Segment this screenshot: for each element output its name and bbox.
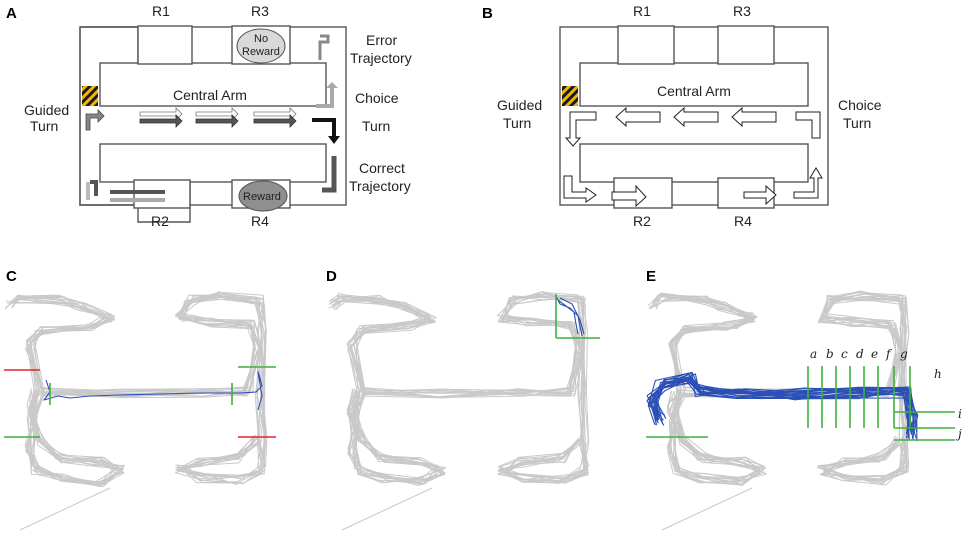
blue-trajectory-trace — [655, 378, 914, 435]
panel-c-trajectories — [4, 291, 268, 531]
blue-trajectory-trace — [654, 373, 911, 439]
gray-trajectory-trace — [666, 391, 760, 482]
gray-trajectory-trace — [348, 387, 445, 479]
panel-b-r1-label: R1 — [633, 3, 651, 19]
gray-trajectory-tail — [19, 487, 111, 531]
panel-b-guided-turn-2: Turn — [503, 115, 531, 131]
panel-c-highlight-trajectory — [43, 371, 263, 411]
panel-e-label: E — [646, 268, 656, 285]
panel-a-lower-island — [99, 143, 327, 183]
panel-e-label-f: f — [885, 347, 893, 361]
gray-trajectory-trace — [649, 291, 908, 478]
panel-e-section-lines — [646, 366, 955, 441]
gray-trajectory-trace — [652, 295, 906, 486]
panel-c: C — [4, 268, 276, 531]
panel-a-no-reward-label-1: No — [254, 33, 268, 45]
panel-a-guided-turn-1: Guided — [24, 102, 69, 118]
panel-a-central-arm-label: Central Arm — [173, 87, 247, 103]
gray-trajectory-trace — [648, 290, 910, 480]
panel-a-no-reward-label-2: Reward — [242, 46, 280, 58]
panel-d-highlight-trajectory — [555, 295, 585, 337]
panel-a-room-r1 — [137, 25, 193, 65]
panel-b-r4-label: R4 — [734, 213, 752, 229]
panel-e-label-c: c — [841, 347, 848, 361]
gray-trajectory-trace — [14, 295, 266, 485]
panel-a-room-r2 — [133, 179, 191, 209]
panel-a-label: A — [6, 5, 17, 22]
panel-e-label-d: d — [856, 347, 864, 361]
panel-b-r2-label: R2 — [633, 213, 651, 229]
panel-b-label: B — [482, 5, 493, 22]
panel-a-r4-label: R4 — [251, 213, 269, 229]
panel-c-label: C — [6, 268, 17, 285]
panel-b-lower-island — [579, 143, 809, 183]
gray-trajectory-trace — [350, 390, 445, 486]
panel-a-r1-label: R1 — [152, 3, 170, 19]
panel-e-highlight-trajectories — [646, 371, 919, 442]
panel-a-no-reward-zone — [236, 28, 286, 64]
panel-b-hazard-door — [562, 86, 578, 106]
panel-b-arrows — [563, 106, 823, 208]
panel-a-error-traj-2: Trajectory — [350, 50, 412, 66]
blue-trajectory-trace — [648, 378, 915, 434]
panel-a-guided-turn-2: Turn — [30, 118, 58, 134]
gray-trajectory-tail — [341, 487, 433, 531]
panel-e-label-h: h — [934, 367, 942, 381]
gray-trajectory-trace — [10, 294, 266, 484]
gray-trajectory-trace — [24, 390, 121, 485]
panel-e-label-i: i — [958, 407, 962, 421]
panel-b-choice-turn-1: Choice — [838, 97, 882, 113]
panel-d-trajectories — [328, 291, 590, 531]
panel-e-label-g: g — [900, 347, 908, 361]
panel-a-upper-island — [99, 62, 327, 107]
gray-trajectory-trace — [653, 295, 908, 482]
gray-trajectory-trace — [30, 391, 116, 483]
gray-trajectory-trace — [11, 295, 268, 480]
panel-b-guided-turn-1: Guided — [497, 97, 542, 113]
blue-trajectory-trace — [646, 376, 917, 439]
panel-a-correct-traj-2: Trajectory — [349, 178, 411, 194]
panel-d: D — [326, 268, 600, 531]
gray-trajectory-trace — [348, 389, 443, 484]
panel-a-frame — [79, 26, 347, 206]
panel-a-error-traj-1: Error — [366, 32, 397, 48]
gray-trajectory-trace — [348, 388, 446, 484]
panel-e-trajectories — [647, 290, 910, 531]
panel-b-central-arm-label: Central Arm — [657, 83, 731, 99]
panel-b-room-r1 — [617, 25, 675, 65]
panel-e-label-b: b — [826, 347, 834, 361]
panel-b-r3-label: R3 — [733, 3, 751, 19]
panel-a-choice-turn-1: Choice — [355, 90, 399, 106]
panel-e: E a b c d e f g h i j — [646, 268, 962, 531]
gray-trajectory-trace — [334, 294, 586, 484]
panel-a-r2-label: R2 — [151, 213, 169, 229]
panel-b-frame — [559, 26, 829, 206]
panel-a-correct-traj-1: Correct — [359, 160, 405, 176]
gray-trajectory-tail — [661, 487, 753, 531]
panel-a-reward-zone — [238, 180, 288, 212]
panel-e-label-j: j — [955, 427, 962, 441]
panel-a-choice-turn-2: Turn — [362, 118, 390, 134]
panel-b-room-r3 — [717, 25, 775, 65]
panel-a-r3-label: R3 — [251, 3, 269, 19]
blue-trajectory-trace — [657, 372, 919, 436]
panel-b-choice-turn-2: Turn — [843, 115, 871, 131]
panel-d-label: D — [326, 268, 337, 285]
panel-b-upper-island — [579, 62, 809, 107]
gray-trajectory-trace — [330, 294, 587, 479]
panel-a-reward-label: Reward — [243, 191, 281, 203]
panel-e-label-a: a — [810, 347, 817, 361]
blue-trajectory-trace — [653, 378, 918, 432]
gray-trajectory-trace — [328, 291, 588, 480]
panel-a-hazard-door — [82, 86, 98, 106]
panel-b: B R1 R3 R2 R4 Central Arm Guided Turn Ch… — [482, 3, 882, 229]
panel-e-label-e: e — [871, 347, 878, 361]
panel-a: A R1 R3 R2 R4 No Reward Reward Central A… — [6, 3, 412, 229]
panel-a-central-arrows — [85, 34, 340, 202]
